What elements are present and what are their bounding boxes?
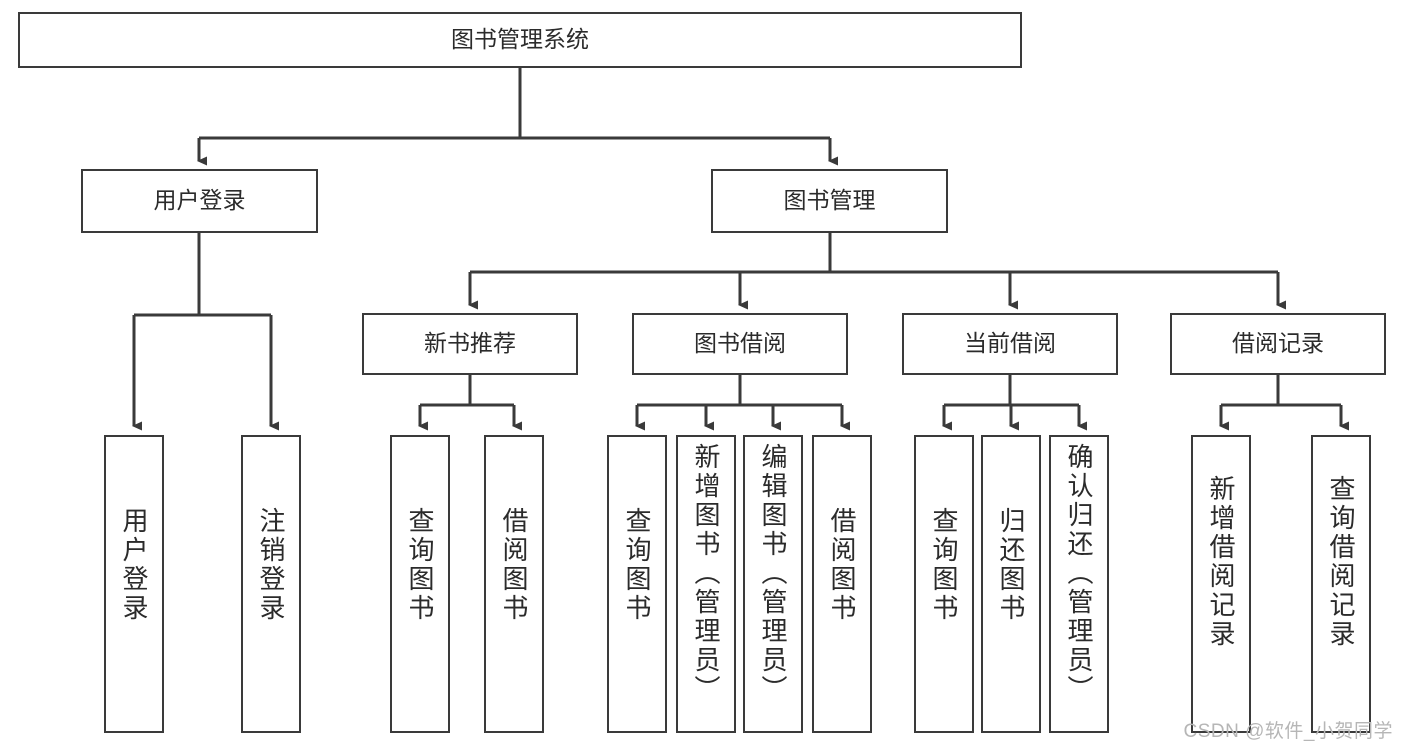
node-leaf-query-book-2-label: 查询图书 [622, 507, 652, 623]
node-leaf-query-record-label: 查询借阅记录 [1326, 475, 1356, 649]
node-book-manage[interactable]: 图书管理 [711, 169, 948, 233]
node-leaf-user-login-label: 用户登录 [119, 507, 149, 623]
node-leaf-add-book-label: 新增图书（管理员） [691, 443, 721, 704]
node-leaf-add-book[interactable]: 新增图书（管理员） [676, 435, 736, 733]
node-leaf-logout-label: 注销登录 [256, 507, 286, 623]
node-root[interactable]: 图书管理系统 [18, 12, 1022, 68]
node-book-manage-label: 图书管理 [783, 187, 876, 214]
node-new-book-rec-label: 新书推荐 [424, 330, 516, 357]
node-user-login[interactable]: 用户登录 [81, 169, 318, 233]
node-leaf-query-book-2[interactable]: 查询图书 [607, 435, 667, 733]
node-leaf-user-login[interactable]: 用户登录 [104, 435, 164, 733]
node-leaf-return-book[interactable]: 归还图书 [981, 435, 1041, 733]
node-book-borrow-label: 图书借阅 [694, 330, 786, 357]
node-leaf-logout[interactable]: 注销登录 [241, 435, 301, 733]
node-leaf-borrow-book-1-label: 借阅图书 [499, 507, 529, 623]
node-new-book-rec[interactable]: 新书推荐 [362, 313, 578, 375]
node-current-borrow-label: 当前借阅 [964, 330, 1056, 357]
node-leaf-query-book-3-label: 查询图书 [929, 507, 959, 623]
node-leaf-borrow-book-2[interactable]: 借阅图书 [812, 435, 872, 733]
node-leaf-query-book-1-label: 查询图书 [405, 507, 435, 623]
node-borrow-record-label: 借阅记录 [1232, 330, 1324, 357]
node-leaf-edit-book-label: 编辑图书（管理员） [758, 443, 788, 704]
node-leaf-query-book-3[interactable]: 查询图书 [914, 435, 974, 733]
node-leaf-add-record-label: 新增借阅记录 [1206, 475, 1236, 649]
node-user-login-label: 用户登录 [153, 187, 246, 214]
node-leaf-borrow-book-1[interactable]: 借阅图书 [484, 435, 544, 733]
node-leaf-confirm-return[interactable]: 确认归还（管理员） [1049, 435, 1109, 733]
node-leaf-borrow-book-2-label: 借阅图书 [827, 507, 857, 623]
node-leaf-query-book-1[interactable]: 查询图书 [390, 435, 450, 733]
node-current-borrow[interactable]: 当前借阅 [902, 313, 1118, 375]
node-leaf-query-record[interactable]: 查询借阅记录 [1311, 435, 1371, 733]
node-leaf-edit-book[interactable]: 编辑图书（管理员） [743, 435, 803, 733]
node-root-label: 图书管理系统 [451, 26, 589, 53]
node-leaf-add-record[interactable]: 新增借阅记录 [1191, 435, 1251, 733]
node-leaf-confirm-return-label: 确认归还（管理员） [1064, 443, 1094, 704]
node-borrow-record[interactable]: 借阅记录 [1170, 313, 1386, 375]
node-leaf-return-book-label: 归还图书 [996, 507, 1026, 623]
node-book-borrow[interactable]: 图书借阅 [632, 313, 848, 375]
